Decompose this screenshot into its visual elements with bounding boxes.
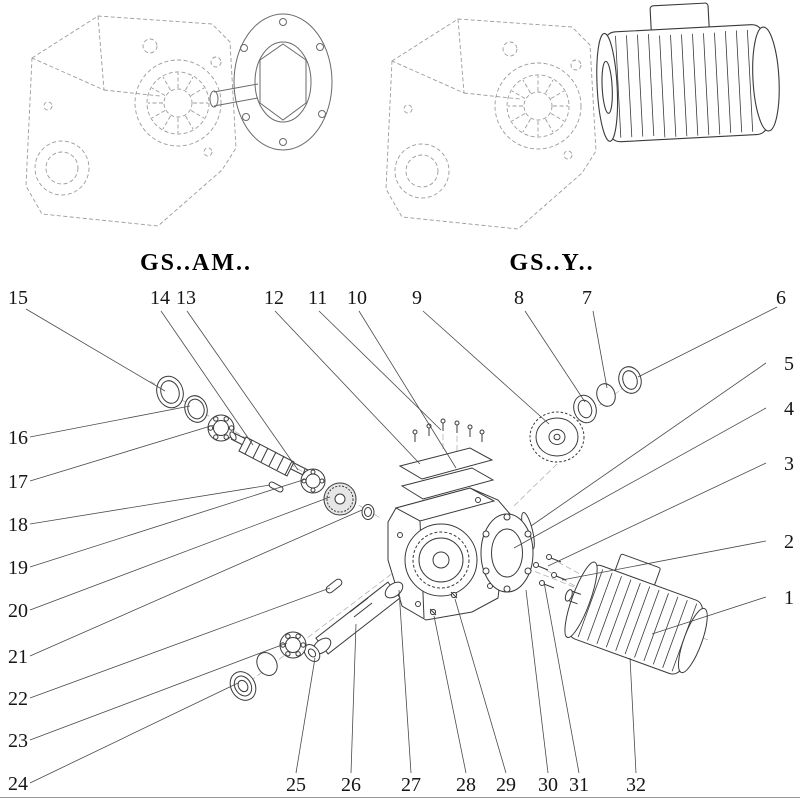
callout-22: 22 bbox=[8, 688, 28, 710]
callout-16: 16 bbox=[8, 427, 28, 449]
callout-14: 14 bbox=[150, 287, 170, 309]
leader-22 bbox=[29, 587, 331, 699]
callout-17: 17 bbox=[8, 471, 28, 493]
top-cover-part bbox=[398, 447, 495, 500]
callout-20: 20 bbox=[8, 600, 28, 622]
callout-6: 6 bbox=[776, 287, 786, 309]
leader-6 bbox=[637, 306, 778, 378]
shaft-end-washer-part bbox=[303, 644, 321, 662]
motor-bolts-part bbox=[533, 554, 567, 589]
shaft-key-part bbox=[325, 578, 343, 594]
output-retaining-ring-part bbox=[256, 652, 278, 676]
helical-gear-part bbox=[529, 411, 585, 463]
callout-32: 32 bbox=[626, 774, 646, 796]
cover-screws-part bbox=[412, 418, 485, 442]
callout-15: 15 bbox=[8, 287, 28, 309]
callout-28: 28 bbox=[456, 774, 476, 796]
motor-drawing bbox=[596, 2, 780, 143]
callout-5: 5 bbox=[784, 353, 794, 375]
leader-23 bbox=[29, 642, 288, 741]
leader-29 bbox=[454, 598, 507, 774]
callout-9: 9 bbox=[412, 287, 422, 309]
leader-24 bbox=[29, 682, 239, 784]
callout-26: 26 bbox=[341, 774, 361, 796]
callout-21: 21 bbox=[8, 646, 28, 668]
leader-8 bbox=[524, 310, 586, 403]
leader-2 bbox=[561, 540, 767, 581]
leader-13 bbox=[186, 310, 299, 471]
callout-7: 7 bbox=[582, 287, 592, 309]
leader-20 bbox=[29, 496, 331, 611]
leader-26 bbox=[350, 623, 357, 774]
leader-30 bbox=[525, 589, 549, 774]
leader-15 bbox=[25, 308, 166, 392]
leader-9 bbox=[422, 310, 550, 425]
leader-19 bbox=[29, 478, 307, 568]
callout-19: 19 bbox=[8, 557, 28, 579]
output-bearing-part bbox=[279, 631, 307, 659]
leader-17 bbox=[29, 424, 215, 482]
callout-25: 25 bbox=[286, 774, 306, 796]
leader-4 bbox=[513, 407, 767, 549]
callout-4: 4 bbox=[784, 398, 794, 420]
leader-11 bbox=[318, 310, 442, 431]
leader-5 bbox=[530, 362, 767, 527]
gearbox-housing-ghost bbox=[385, 18, 597, 230]
callout-29: 29 bbox=[496, 774, 516, 796]
gearbox-housing-ghost bbox=[25, 15, 237, 227]
leader-14 bbox=[160, 310, 254, 446]
end-ring-part bbox=[618, 366, 642, 394]
leader-12 bbox=[274, 310, 421, 465]
leader-16 bbox=[29, 405, 191, 438]
gearbox-housing-part bbox=[387, 487, 513, 621]
leader-10 bbox=[358, 310, 457, 469]
callout-27: 27 bbox=[401, 774, 421, 796]
callout-8: 8 bbox=[514, 287, 524, 309]
callout-3: 3 bbox=[784, 453, 794, 475]
output-flange-part bbox=[480, 513, 534, 593]
input-oil-seal-part bbox=[156, 375, 184, 409]
callout-13: 13 bbox=[176, 287, 196, 309]
callout-numbers: 15 14 13 12 11 10 9 8 7 6 16 17 18 19 20… bbox=[8, 287, 794, 796]
motor-part bbox=[564, 553, 708, 675]
leader-32 bbox=[629, 657, 637, 774]
output-shaft-part bbox=[312, 581, 404, 655]
worm-gear-disc-part bbox=[323, 482, 357, 516]
callout-23: 23 bbox=[8, 730, 28, 752]
leader-3 bbox=[547, 462, 767, 567]
callout-31: 31 bbox=[569, 774, 589, 796]
leader-21 bbox=[29, 509, 363, 657]
callout-10: 10 bbox=[347, 287, 367, 309]
gear-circlip-part bbox=[596, 383, 616, 407]
model-label-gsy: GS..Y.. bbox=[509, 250, 594, 276]
callout-11: 11 bbox=[308, 287, 327, 309]
leader-1 bbox=[651, 596, 767, 635]
gear-washer-part bbox=[573, 394, 597, 424]
output-oil-seal-part bbox=[229, 671, 257, 701]
small-retaining-ring-part bbox=[361, 504, 375, 520]
leader-7 bbox=[592, 310, 608, 389]
leader-28 bbox=[433, 615, 467, 774]
mid-bearing-part bbox=[300, 468, 326, 494]
leader-25 bbox=[295, 657, 316, 774]
callout-12: 12 bbox=[264, 287, 284, 309]
callout-2: 2 bbox=[784, 531, 794, 553]
leader-31 bbox=[543, 581, 580, 774]
leader-lines bbox=[25, 306, 778, 784]
callout-24: 24 bbox=[8, 773, 28, 795]
callout-30: 30 bbox=[538, 774, 558, 796]
input-retaining-ring-part bbox=[184, 395, 208, 423]
callout-1: 1 bbox=[784, 587, 794, 609]
input-bearing-part bbox=[207, 414, 235, 442]
exploded-parts bbox=[156, 366, 708, 701]
flange-adapter-drawing bbox=[209, 13, 333, 151]
gsy-assembled-view bbox=[385, 2, 780, 230]
gsam-assembled-view bbox=[25, 13, 333, 227]
model-label-gsam: GS..AM.. bbox=[140, 250, 252, 276]
callout-18: 18 bbox=[8, 514, 28, 536]
leader-27 bbox=[398, 589, 412, 774]
leader-18 bbox=[29, 484, 271, 525]
